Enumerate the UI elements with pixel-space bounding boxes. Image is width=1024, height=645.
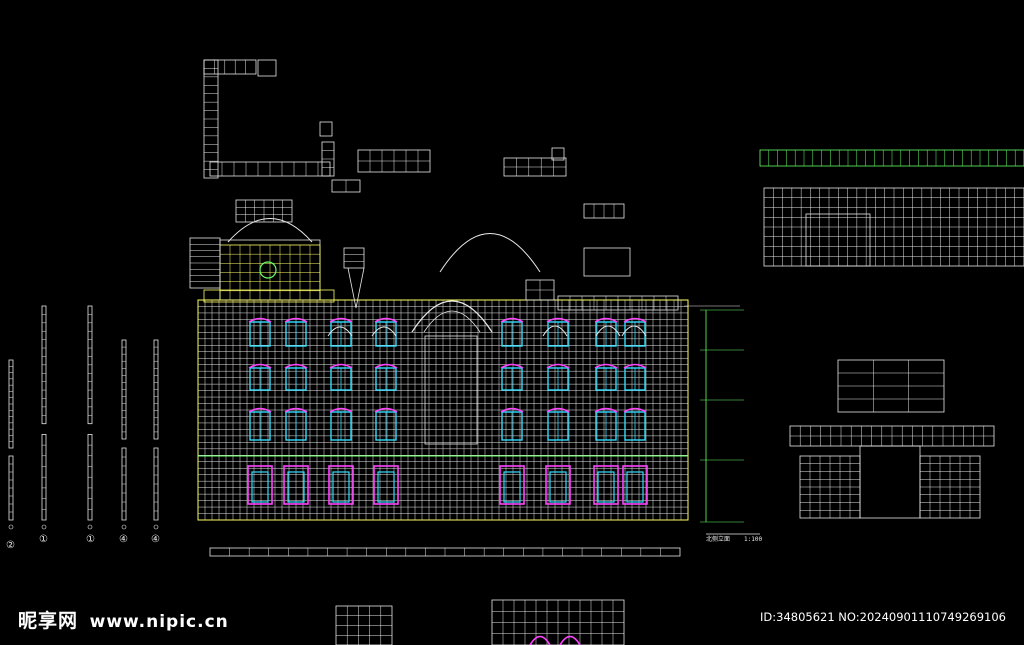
window-arch [329, 363, 353, 369]
ground-window-pane [251, 471, 269, 503]
ground-window [328, 465, 354, 505]
plan-small-box [319, 121, 333, 137]
upper-arch-detail [439, 233, 541, 273]
ground-window-pane [626, 471, 644, 503]
column-node [153, 524, 159, 530]
window-arch [623, 407, 647, 413]
axis-marker: ① [86, 534, 95, 545]
window-arch [546, 317, 570, 323]
watermark-id: ID:34805621 NO:20240901110749269106 [760, 610, 1006, 624]
ground-window-pane [503, 471, 521, 503]
ground-window [247, 465, 273, 505]
right-section-opening [859, 445, 921, 519]
bottom-arch [529, 635, 551, 645]
window-arch [500, 407, 524, 413]
ground-window-pane [332, 471, 350, 503]
central-arch [411, 300, 493, 333]
window-arch [594, 407, 618, 413]
dormer [621, 325, 647, 337]
ornament-1 [343, 247, 365, 269]
tower-clock [259, 261, 277, 279]
window-arch [500, 317, 524, 323]
column-node [87, 524, 93, 530]
window-arch [374, 363, 398, 369]
window-arch [594, 363, 618, 369]
ground-window-pane [597, 471, 615, 503]
window-arch [284, 407, 308, 413]
tower-dome [227, 218, 313, 243]
column-node [121, 524, 127, 530]
window-arch [623, 317, 647, 323]
watermark-logo: 昵享网 www.nipic.cn [18, 606, 229, 633]
ground-window [283, 465, 309, 505]
ornament-2 [583, 247, 631, 277]
window-arch [248, 317, 272, 323]
axis-marker: ① [39, 534, 48, 545]
watermark-logo-cn: 昵享网 [18, 610, 79, 632]
window-arch [374, 407, 398, 413]
elevation-scale: 1:100 [744, 536, 762, 543]
elevation-title: 北侧立面 [706, 535, 730, 543]
window-arch [623, 363, 647, 369]
ground-window-pane [377, 471, 395, 503]
plan-l-top [203, 59, 257, 75]
window-arch [248, 363, 272, 369]
column-node [41, 524, 47, 530]
ground-window [499, 465, 525, 505]
axis-marker: ④ [119, 534, 128, 545]
ground-window [593, 465, 619, 505]
cad-linework [8, 59, 1024, 645]
right-plan-void [805, 213, 871, 267]
window-arch [329, 407, 353, 413]
window-arch [594, 317, 618, 323]
ground-window [622, 465, 648, 505]
axis-marker: ② [6, 540, 15, 551]
plan-l-cap [257, 59, 277, 77]
window-arch [248, 407, 272, 413]
dormer [327, 326, 353, 337]
dormer [542, 325, 568, 337]
window-arch [500, 363, 524, 369]
ground-window-pane [287, 471, 305, 503]
central-arch-inner [423, 310, 481, 333]
window-arch [374, 317, 398, 323]
tower-cornice [203, 289, 335, 303]
column-node [8, 524, 14, 530]
axis-marker: ④ [151, 534, 160, 545]
window-arch [284, 363, 308, 369]
ground-window [373, 465, 399, 505]
window-arch [284, 317, 308, 323]
bottom-arch [559, 635, 581, 645]
plan-small-box-2 [551, 147, 565, 161]
watermark-site: www.nipic.cn [89, 612, 229, 632]
ornament-bracket [347, 267, 365, 309]
window-arch [329, 317, 353, 323]
window-arch [546, 407, 570, 413]
ground-window-pane [549, 471, 567, 503]
dormer [595, 325, 621, 337]
dormer [371, 326, 397, 337]
ground-window [545, 465, 571, 505]
axis-markers: ② ① ① ④ ④ [6, 534, 160, 551]
central-opening [424, 335, 478, 445]
window-arch [546, 363, 570, 369]
